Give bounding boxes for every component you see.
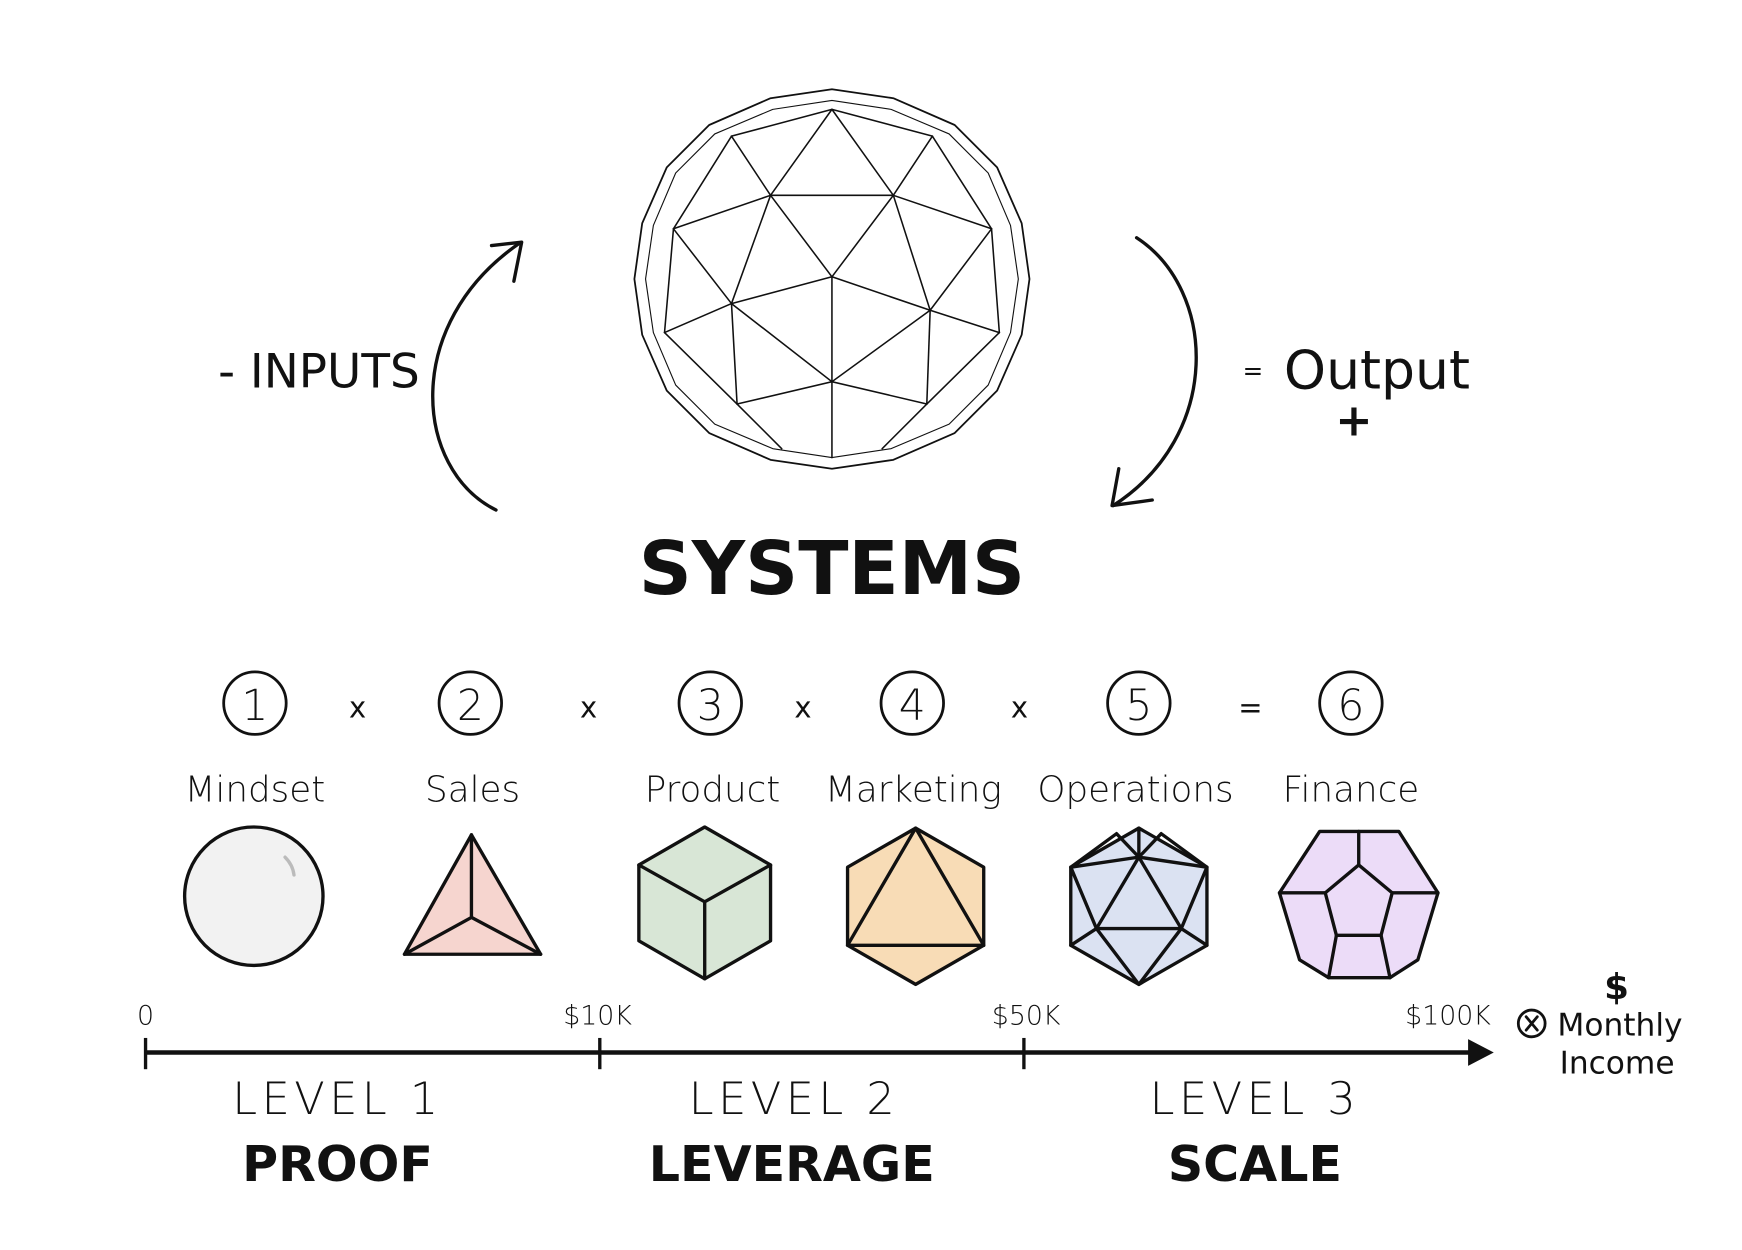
level-3-name: SCALE: [1168, 1135, 1342, 1193]
step-number-4: 4: [879, 670, 945, 736]
sphere-icon: [182, 825, 325, 968]
level-1-name: PROOF: [242, 1135, 433, 1193]
equals-sign: =: [1243, 356, 1264, 385]
step-label-mindset: Mindset: [185, 769, 326, 810]
step-number-text: 5: [1125, 682, 1152, 731]
step-number-text: 1: [241, 682, 268, 731]
input-arrow-icon: [431, 240, 524, 512]
axis-tick-100k: $100K: [1405, 1001, 1491, 1032]
step-number-text: 6: [1337, 682, 1364, 731]
plus-sign: +: [1335, 394, 1372, 446]
inputs-label: - INPUTS: [218, 344, 420, 399]
icosahedron-icon: [1069, 826, 1209, 987]
level-3-label: LEVEL 3: [1150, 1073, 1360, 1125]
dollar-sign: $: [1604, 967, 1629, 1008]
output-label: Output: [1284, 338, 1470, 401]
operator: x: [349, 691, 366, 725]
step-number-text: 4: [899, 682, 926, 731]
geodesic-sphere-icon: [633, 88, 1031, 470]
level-2-label: LEVEL 2: [689, 1073, 899, 1125]
axis-tick-10k: $10K: [563, 1001, 632, 1032]
step-label-marketing: Marketing: [825, 769, 1002, 810]
axis-tick-50k: $50K: [992, 1001, 1061, 1032]
step-number-text: 3: [697, 682, 724, 731]
axis-tick-0: 0: [137, 1001, 154, 1032]
cube-icon: [637, 825, 773, 981]
income-axis: [143, 1037, 1494, 1070]
unit-label-income: Income: [1560, 1046, 1675, 1082]
step-label-finance: Finance: [1283, 769, 1420, 810]
step-numbers: 1 2 3 4 5 6: [222, 670, 1384, 736]
level-2-name: LEVERAGE: [649, 1135, 935, 1193]
step-label-sales: Sales: [425, 769, 520, 810]
operator: x: [794, 691, 811, 725]
unit-label-monthly: Monthly: [1557, 1008, 1682, 1044]
step-number-text: 2: [457, 682, 484, 731]
output-arrow-icon: [1110, 236, 1198, 508]
dodecahedron-icon: [1277, 829, 1440, 980]
octahedron-icon: [845, 826, 986, 987]
step-number-1: 1: [222, 670, 288, 736]
step-label-product: Product: [645, 769, 781, 810]
operator: x: [1011, 691, 1028, 725]
tetrahedron-icon: [402, 833, 543, 956]
step-number-2: 2: [437, 670, 503, 736]
systems-title: SYSTEMS: [639, 527, 1025, 612]
step-number-3: 3: [677, 670, 743, 736]
step-label-operations: Operations: [1037, 769, 1233, 810]
step-number-6: 6: [1318, 670, 1384, 736]
step-number-5: 5: [1106, 670, 1172, 736]
level-1-label: LEVEL 1: [232, 1073, 442, 1125]
operator: x: [580, 691, 597, 725]
multiply-circle-icon: [1516, 1008, 1547, 1039]
operator: =: [1238, 691, 1262, 725]
